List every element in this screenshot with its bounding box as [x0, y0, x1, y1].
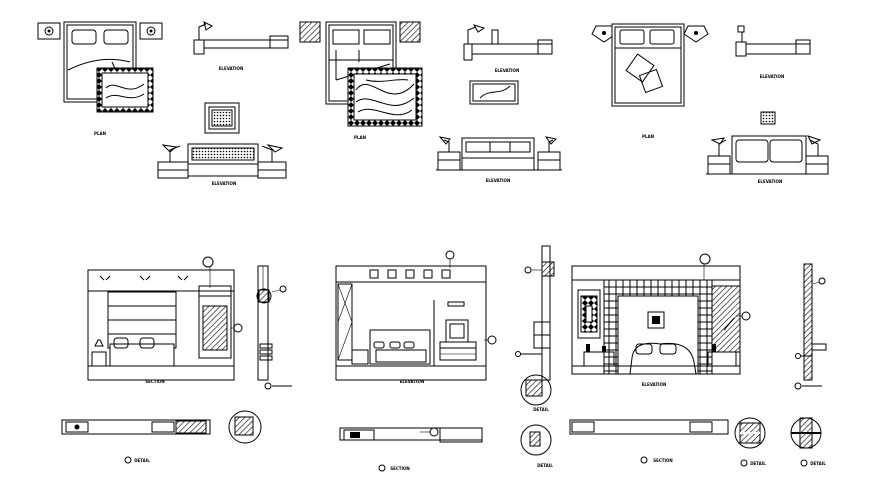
wall-elevation-c — [571, 253, 751, 375]
plan-label-2: PLAN — [354, 135, 366, 140]
bedroom-1-plan — [37, 21, 163, 113]
bedroom-2-front-elevation — [436, 136, 562, 171]
bedroom-3-side-elevation — [735, 25, 811, 57]
plan-strip-c — [569, 417, 822, 467]
detail-label-3: DETAIL — [537, 463, 553, 468]
section-strip-a — [256, 265, 292, 390]
elevation-label-7: ELEVATION — [400, 379, 425, 384]
plan-strip-a — [61, 410, 262, 464]
detail-label-5: DETAIL — [810, 461, 826, 466]
bedroom-2-plan — [299, 21, 423, 127]
elevation-label-6: ELEVATION — [758, 179, 783, 184]
bedroom-3-artwork — [760, 111, 776, 125]
section-label-3: SECTION — [653, 458, 673, 463]
wall-elevation-b — [335, 250, 497, 381]
elevation-label-1: ELEVATION — [219, 66, 244, 71]
bedroom-3-front-elevation — [706, 135, 829, 175]
elevation-label-3: ELEVATION — [495, 68, 520, 73]
plan-label-3: PLAN — [642, 134, 654, 139]
bedroom-1-front-elevation — [157, 102, 287, 179]
detail-label-4: DETAIL — [750, 461, 766, 466]
bedroom-2-side-elevation — [463, 24, 553, 61]
section-strip-c — [794, 263, 827, 390]
wall-elevation-a — [87, 256, 243, 381]
elevation-label-2: ELEVATION — [212, 181, 237, 186]
elevation-label-5: ELEVATION — [760, 74, 785, 79]
bedroom-1-side-elevation — [193, 21, 289, 55]
plan-label-1: PLAN — [94, 131, 106, 136]
elevation-label-8: ELEVATION — [642, 382, 667, 387]
detail-label-2: DETAIL — [533, 407, 549, 412]
detail-label-1: DETAIL — [134, 458, 150, 463]
section-label-2: SECTION — [390, 466, 410, 471]
plan-strip-b — [339, 427, 483, 472]
bedroom-3-plan — [591, 23, 709, 107]
section-strip-b — [515, 245, 555, 381]
section-label-1: SECTION — [145, 379, 165, 384]
elevation-label-4: ELEVATION — [486, 178, 511, 183]
details-b — [520, 374, 552, 456]
bedroom-2-rug — [469, 80, 519, 105]
